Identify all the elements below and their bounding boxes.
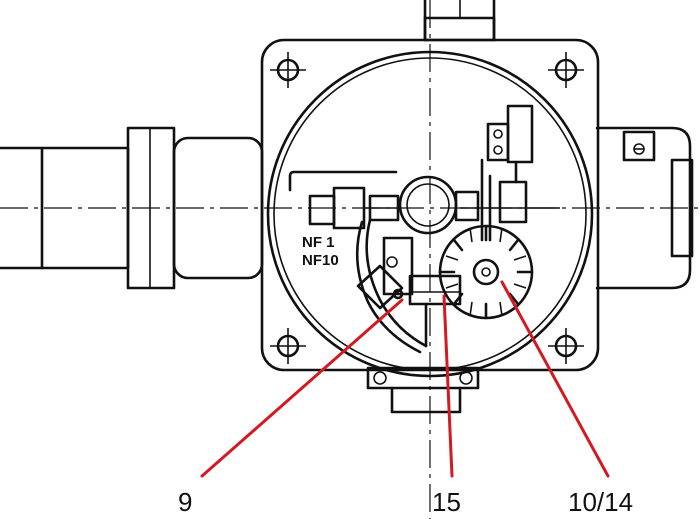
bolt-top-right [548, 52, 584, 88]
electrode-holder [288, 170, 428, 354]
central-valve [368, 175, 480, 235]
leader-10-14 [500, 280, 610, 478]
leader-15 [442, 294, 454, 478]
leader-9 [200, 298, 404, 478]
bolt-bottom-right [548, 328, 584, 364]
top-connector [423, 0, 496, 42]
sensor-block [408, 274, 462, 348]
callout-15: 15 [432, 487, 461, 517]
fan-wheel [438, 224, 534, 320]
corner-bolts [270, 52, 584, 364]
right-electrode-assembly [460, 104, 560, 242]
bolt-bottom-left [270, 328, 306, 364]
ignition-bracket [356, 236, 414, 310]
plate-label-nf1: NF 1 [302, 234, 335, 251]
bolt-top-left [270, 52, 306, 88]
plate-label-nf10: NF10 [302, 252, 339, 269]
bottom-connector [366, 366, 480, 414]
right-motor [595, 126, 694, 290]
callout-10-14: 10/14 [568, 487, 633, 517]
callout-9: 9 [178, 487, 192, 517]
